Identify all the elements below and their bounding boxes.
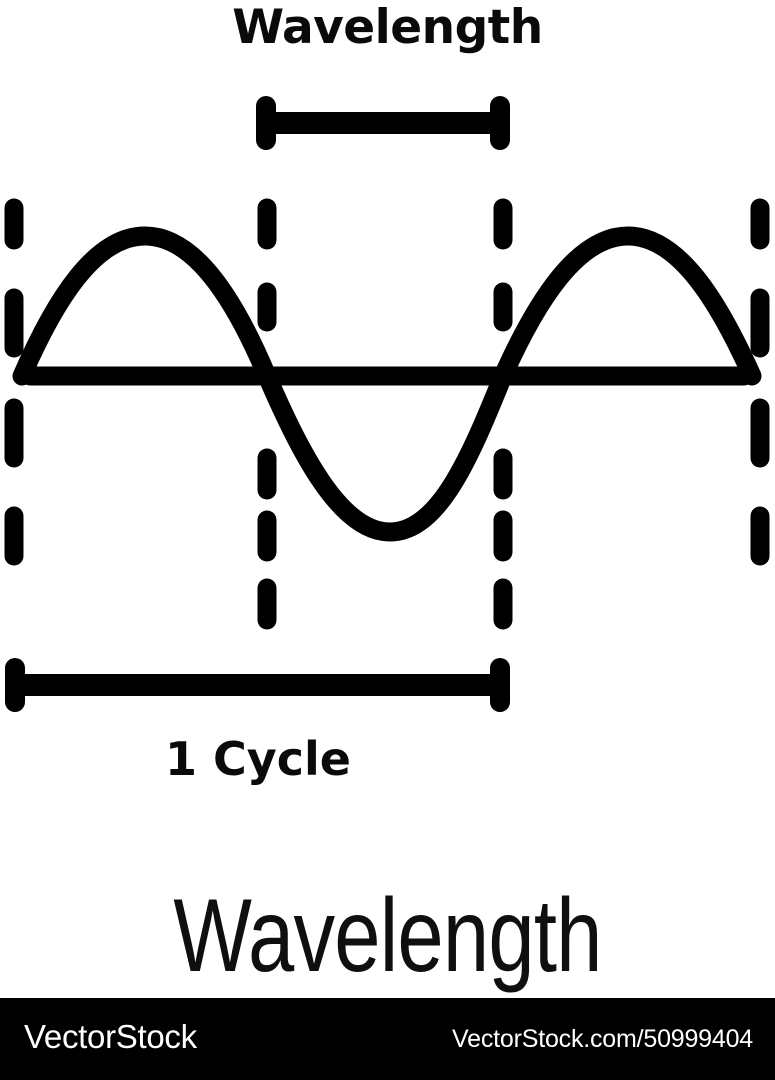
one-cycle-label: 1 Cycle xyxy=(165,732,351,786)
wavelength-measure-bracket xyxy=(256,96,510,150)
cycle-measure-bracket xyxy=(5,658,510,712)
vectorstock-url-label: VectorStock.com/50999404 xyxy=(452,1025,753,1053)
sine-wave-curve xyxy=(12,226,762,542)
vectorstock-brand-label: VectorStock xyxy=(24,1018,197,1055)
wavelength-heading: Wavelength xyxy=(232,0,543,55)
wavelength-wordmark: Wavelength xyxy=(173,878,602,994)
wave-diagram xyxy=(4,96,770,712)
watermark-footer-bar: VectorStock VectorStock.com/50999404 xyxy=(0,998,775,1080)
